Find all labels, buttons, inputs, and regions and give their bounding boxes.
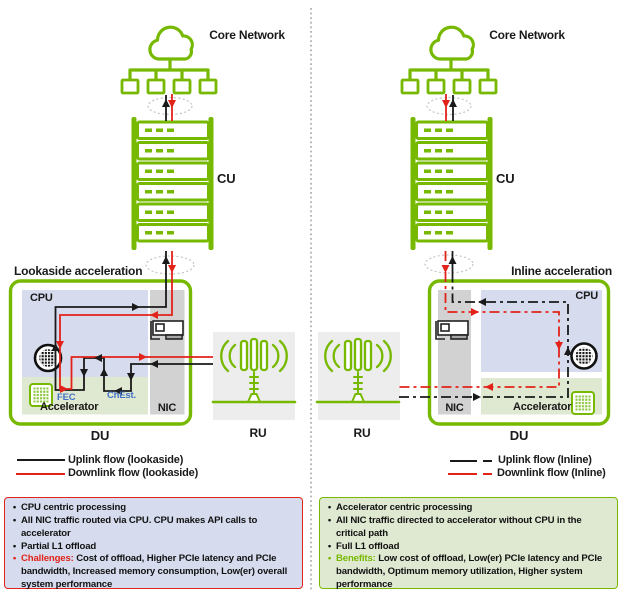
panel-bullet-benefits: • Benefits: Low cost of offload, Low(er) … [323, 553, 611, 592]
uplink-arrowheads [51, 99, 572, 401]
legend-key-lines [16, 459, 492, 475]
bullet-text: Full L1 offload [336, 540, 400, 552]
nic-label-right: NIC [445, 402, 464, 414]
fronthaul-interface-ellipses [145, 96, 474, 275]
core-network-label-right: Core Network [489, 28, 565, 42]
bullet-dot: • [12, 502, 17, 513]
bullet-text: Accelerator centric processing [336, 502, 473, 513]
nic-label-left: NIC [157, 402, 177, 414]
accelerator-label-left: Accelerator [40, 401, 99, 413]
cu-label-left: CU [217, 171, 236, 186]
panel-bullet: • Full L1 offload [323, 541, 611, 554]
legend-uplink-inline: Uplink flow (Inline) [498, 454, 592, 466]
bullet-text: Partial L1 offload [21, 540, 97, 552]
inline-summary-panel: • Accelerator centric processing • All NIC… [319, 497, 618, 592]
panel-bullet: • CPU centric processing [8, 502, 296, 515]
bullet-text: All NIC traffic directed to accelerator … [336, 514, 582, 539]
bullet-text: Challenges: Cost of offload, Higher PCIe… [21, 553, 296, 592]
cu-server-stack-right [410, 117, 493, 250]
legend-downlink-lookaside: Downlink flow (lookaside) [68, 467, 199, 479]
bullet-dot: • [12, 514, 17, 526]
cu-server-stack-left [131, 117, 214, 250]
core-network-label-left: Core Network [209, 28, 285, 42]
lookaside-summary-panel: • CPU centric processing • All NIC traffic… [4, 497, 303, 592]
du-label-left: DU [90, 428, 110, 443]
benefits-text: Low cost of offload, Low(er) PCIe latenc… [336, 553, 603, 591]
fec-label: FEC [57, 392, 76, 403]
cpu-icon-right [570, 342, 598, 370]
core-network-cloud-right [400, 25, 498, 95]
bullet-dot: • [327, 502, 332, 513]
panel-bullet: • All NIC traffic routed via CPU. CPU mak… [8, 515, 296, 541]
inline-title: Inline acceleration [511, 264, 612, 278]
ru-antenna-icon-left [211, 337, 297, 404]
challenges-prefix: Challenges: [21, 553, 74, 565]
ru-label-right: RU [353, 426, 371, 440]
lookaside-title: Lookaside acceleration [14, 264, 143, 278]
cpu-label-left: CPU [30, 292, 53, 304]
nic-strip-right [438, 290, 471, 415]
panel-bullet: • All NIC traffic directed to accelerator… [323, 515, 611, 541]
accelerator-chip-icon-right [571, 391, 595, 415]
bullet-dot: • [327, 553, 332, 565]
ru-label-left: RU [249, 426, 267, 440]
cpu-label-right: CPU [575, 290, 598, 302]
nic-strip-left [150, 290, 185, 415]
ru-antenna-icon-right [315, 337, 401, 404]
legend-uplink-lookaside: Uplink flow (lookaside) [68, 454, 184, 466]
cu-label-right: CU [496, 171, 515, 186]
bullet-dot: • [12, 540, 17, 552]
bullet-text: Benefits: Low cost of offload, Low(er) P… [336, 553, 611, 592]
nic-card-icon-left [150, 320, 184, 340]
panel-bullet: • Partial L1 offload [8, 541, 296, 554]
chest-label: ChEst. [107, 390, 136, 401]
downlink-arrowheads [56, 100, 563, 393]
bullet-text: CPU centric processing [21, 502, 126, 513]
du-label-right: DU [509, 428, 529, 443]
accelerator-chip-icon-left [29, 383, 53, 407]
nic-card-icon-right [435, 320, 469, 340]
legend-downlink-inline: Downlink flow (Inline) [497, 467, 606, 479]
benefits-prefix: Benefits: [336, 553, 376, 565]
panel-bullet: • Accelerator centric processing [323, 502, 611, 515]
panel-bullet-challenges: • Challenges: Cost of offload, Higher PCI… [8, 553, 296, 592]
bullet-dot: • [327, 540, 332, 552]
bullet-dot: • [12, 553, 17, 565]
bullet-dot: • [327, 514, 332, 526]
accelerator-label-right: Accelerator [513, 401, 572, 413]
challenges-text: Cost of offload, Higher PCIe latency and… [21, 553, 288, 591]
core-network-cloud-left [120, 25, 218, 95]
bullet-text: All NIC traffic routed via CPU. CPU make… [21, 514, 258, 539]
cpu-icon-left [33, 343, 63, 373]
